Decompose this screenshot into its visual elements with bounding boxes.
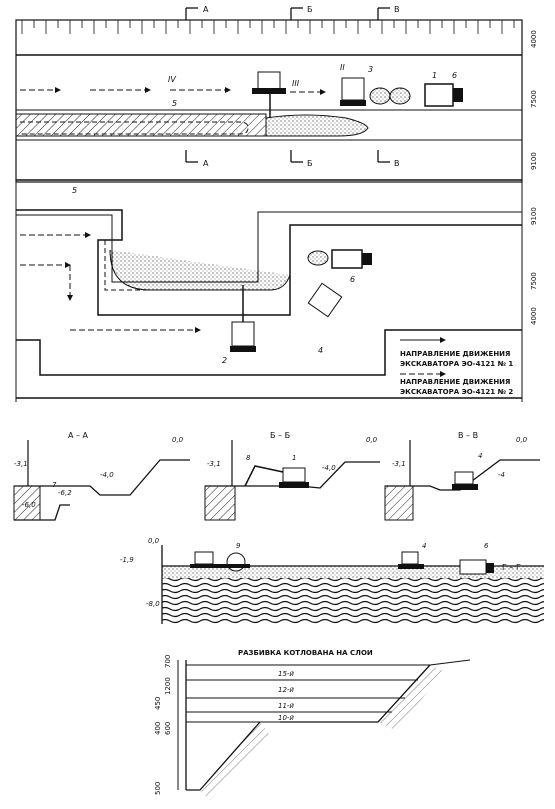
marker-5: 5: [72, 186, 77, 195]
plan-top: А Б В А Б В IV III II 3 1 6 5 4000 7500 …: [15, 5, 538, 183]
level-label: -4,0: [100, 471, 114, 479]
slope-ticks-top: [21, 20, 515, 34]
section-mark-a: А: [203, 159, 209, 168]
level-label: -4,0: [322, 464, 336, 472]
layer-dim: 450: [154, 697, 162, 710]
marker-3: 3: [368, 65, 373, 74]
layer-dim: 700: [164, 655, 172, 668]
excavator-icon: [252, 71, 286, 118]
legend-line2a: НАПРАВЛЕНИЕ ДВИЖЕНИЯ: [400, 378, 510, 386]
section-mark-v: В: [394, 5, 400, 14]
layer-label: 11-й: [278, 702, 294, 710]
section-mark-b: Б: [307, 159, 313, 168]
layer-dim: 1200: [164, 677, 172, 695]
legend-line1a: НАПРАВЛЕНИЕ ДВИЖЕНИЯ: [400, 350, 510, 358]
excavator-icon: [190, 551, 250, 572]
level-label: -6,0: [22, 501, 36, 509]
legend-line1b: ЭКСКАВАТОРА ЭО-4121 № 1: [400, 360, 513, 368]
layer-dim: 600: [164, 722, 172, 735]
layer-dim: 400: [154, 722, 162, 735]
layer-dim: 500: [154, 782, 162, 795]
dim-9100: 9100: [530, 207, 538, 225]
marker-iv: IV: [168, 75, 176, 84]
excavation-layers: РАЗБИВКА КОТЛОВАНА НА СЛОИ 15-й 12-й 11-…: [154, 649, 471, 800]
marker-1: 1: [292, 454, 296, 462]
section-title: В – В: [458, 431, 478, 440]
legend: НАПРАВЛЕНИЕ ДВИЖЕНИЯ ЭКСКАВАТОРА ЭО-4121…: [400, 337, 513, 396]
dim-7500: 7500: [530, 272, 538, 290]
marker-4: 4: [422, 542, 426, 550]
level-label: 0,0: [516, 436, 528, 444]
level-label: -3,1: [392, 460, 406, 468]
dim-7500: 7500: [530, 90, 538, 108]
section-bb: Б – Б -3,1 -4,0 0,0 8 1: [204, 431, 380, 521]
dim-4000: 4000: [530, 307, 538, 325]
excavator-icon: [244, 465, 309, 488]
marker-8: 8: [246, 454, 251, 462]
marker-6: 6: [452, 71, 457, 80]
level-label: -3,1: [14, 460, 28, 468]
marker-5: 5: [172, 99, 177, 108]
marker-2: 2: [222, 356, 227, 365]
layer-label: 15-й: [278, 670, 294, 678]
excavator-icon: [230, 285, 256, 352]
section-gg: Г – Г 0,0 -1,9 -8,0 9 4 6: [120, 537, 544, 624]
level-label: -1,9: [120, 556, 134, 564]
section-aa: А – А -3,1 -4,0 0,0 -6,0 -6,2 7: [13, 431, 190, 521]
marker-4: 4: [318, 346, 323, 355]
dim-9100: 9100: [530, 152, 538, 170]
level-label: 0,0: [366, 436, 378, 444]
layers-title: РАЗБИВКА КОТЛОВАНА НА СЛОИ: [238, 649, 373, 657]
marker-4: 4: [478, 452, 482, 460]
dump-truck-icon: [369, 83, 463, 107]
level-label: -8,0: [146, 600, 160, 608]
marker-ii: II: [340, 63, 345, 72]
marker-6: 6: [350, 275, 355, 284]
excavator-icon: [307, 282, 343, 318]
marker-iii: III: [292, 79, 300, 88]
level-label: 0,0: [172, 436, 184, 444]
dump-truck-icon: [459, 559, 494, 575]
level-label: -4: [498, 471, 505, 479]
level-label: -3,1: [207, 460, 221, 468]
bulldozer-icon: [398, 551, 424, 569]
bulldozer-icon: [452, 471, 478, 490]
section-vv: В – В -3,1 -4 0,0 4: [384, 431, 540, 521]
section-title: Б – Б: [270, 431, 290, 440]
section-mark-a: А: [203, 5, 209, 14]
layer-label: 10-й: [278, 714, 294, 722]
dim-4000: 4000: [530, 30, 538, 48]
section-mark-v: В: [394, 159, 400, 168]
legend-line2b: ЭКСКАВАТОРА ЭО-4121 № 2: [400, 388, 513, 396]
marker-9: 9: [236, 542, 241, 550]
marker-7: 7: [52, 481, 57, 489]
section-title: А – А: [68, 431, 89, 440]
marker-6: 6: [484, 542, 489, 550]
plan-middle: 5 6 4 2 9100 7500 4000 НАПРАВЛЕНИЕ ДВИЖЕ…: [15, 182, 538, 402]
excavator-icon: [340, 77, 366, 106]
section-mark-b: Б: [307, 5, 313, 14]
level-label: 0,0: [148, 537, 160, 545]
marker-1: 1: [432, 71, 437, 80]
layer-label: 12-й: [278, 686, 294, 694]
level-label: -6,2: [58, 489, 72, 497]
dump-truck-icon: [307, 249, 372, 269]
